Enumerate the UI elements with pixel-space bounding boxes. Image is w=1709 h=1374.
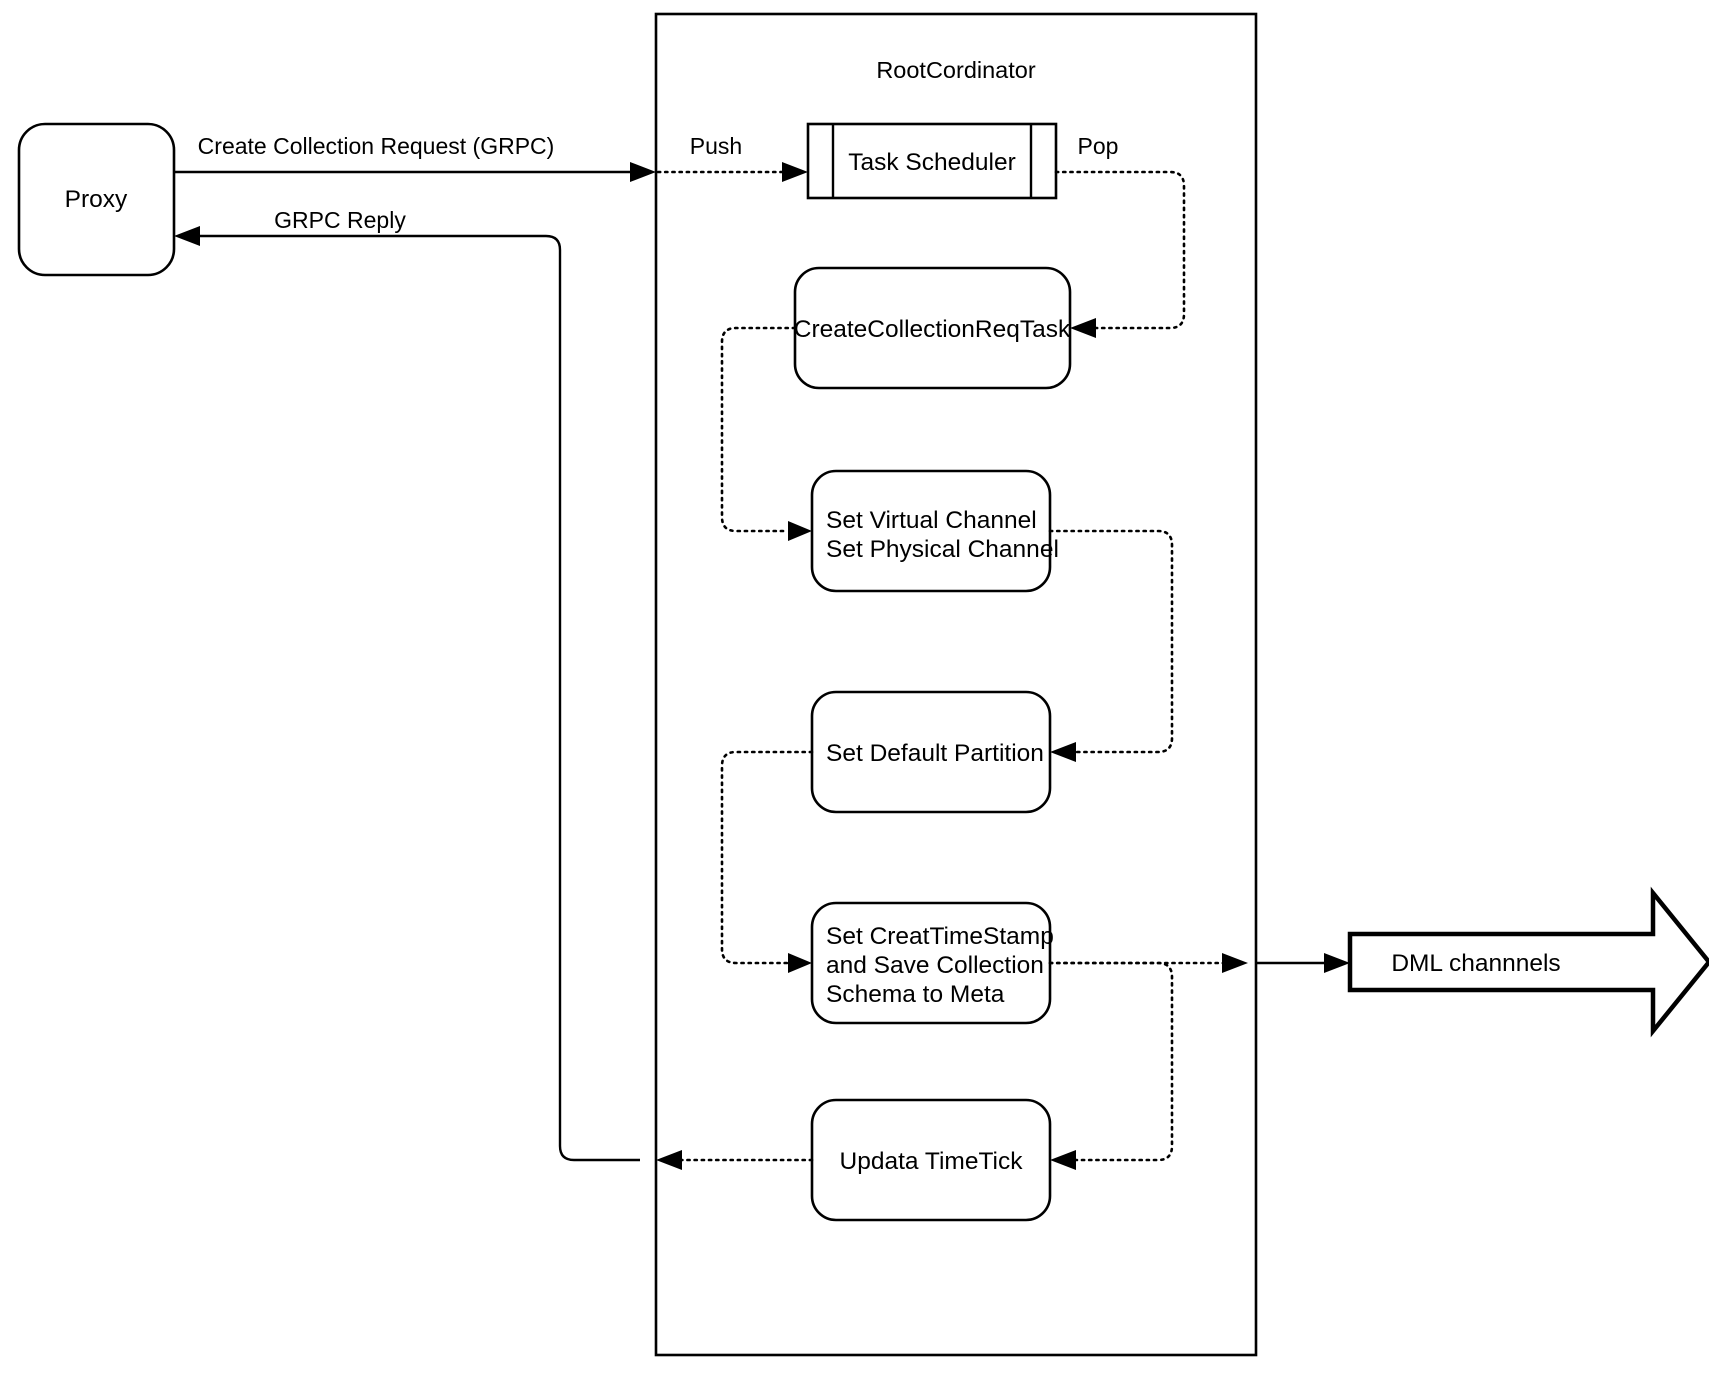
arrowhead-task-to-set-channel	[788, 521, 812, 541]
set-create-timestamp-label-line1: Set CreatTimeStamp	[826, 923, 1054, 950]
arrowhead-default-partition-to-create-timestamp	[788, 953, 812, 973]
arrowhead-grpc-reply	[174, 226, 200, 246]
set-create-timestamp-label-line3: Schema to Meta	[826, 981, 1005, 1008]
edge-label-push: Push	[690, 133, 742, 159]
proxy-node[interactable]	[17, 122, 176, 277]
rootcoordinator-label: RootCordinator	[876, 57, 1036, 83]
set-channel-label-line2: Set Physical Channel	[826, 536, 1059, 563]
edge-label-grpc-reply: GRPC Reply	[274, 207, 406, 233]
create-collection-req-task-label: CreateCollectionReqTask	[794, 316, 1071, 343]
rootcoordinator-container	[654, 12, 1258, 1357]
edge-pop	[1054, 170, 1186, 330]
task-scheduler-label: Task Scheduler	[848, 149, 1016, 176]
arrowhead-create-collection-request	[630, 162, 656, 182]
arrowhead-boundary-to-dml-channels	[1324, 953, 1350, 973]
edge-label-pop: Pop	[1078, 133, 1119, 159]
arrowhead-create-timestamp-to-boundary	[1222, 953, 1248, 973]
edge-grpc-reply	[200, 234, 640, 1162]
dml-channels-label: DML channnels	[1391, 950, 1560, 977]
edge-default-partition-to-create-timestamp	[720, 750, 814, 965]
set-default-partition-label: Set Default Partition	[826, 740, 1044, 767]
dml-channels-arrow[interactable]	[1347, 886, 1709, 1038]
edge-label-create-collection-request: Create Collection Request (GRPC)	[198, 133, 555, 159]
set-channel-label-line1: Set Virtual Channel	[826, 507, 1037, 534]
set-create-timestamp-label-line2: and Save Collection	[826, 952, 1044, 979]
arrowhead-updata-timetick-to-boundary	[656, 1150, 682, 1170]
arrowhead-create-timestamp-to-updata-timetick	[1050, 1150, 1076, 1170]
updata-timetick-label: Updata TimeTick	[840, 1148, 1024, 1175]
arrowhead-set-channel-to-default-partition	[1050, 742, 1076, 762]
task-scheduler-node[interactable]	[806, 122, 1058, 200]
arrowhead-pop	[1070, 318, 1096, 338]
edge-set-channel-to-default-partition	[1048, 529, 1174, 754]
proxy-label: Proxy	[65, 186, 128, 213]
edge-create-timestamp-to-updata-timetick	[1048, 961, 1174, 1162]
arrowhead-push	[782, 162, 808, 182]
edge-task-to-set-channel	[720, 326, 797, 533]
